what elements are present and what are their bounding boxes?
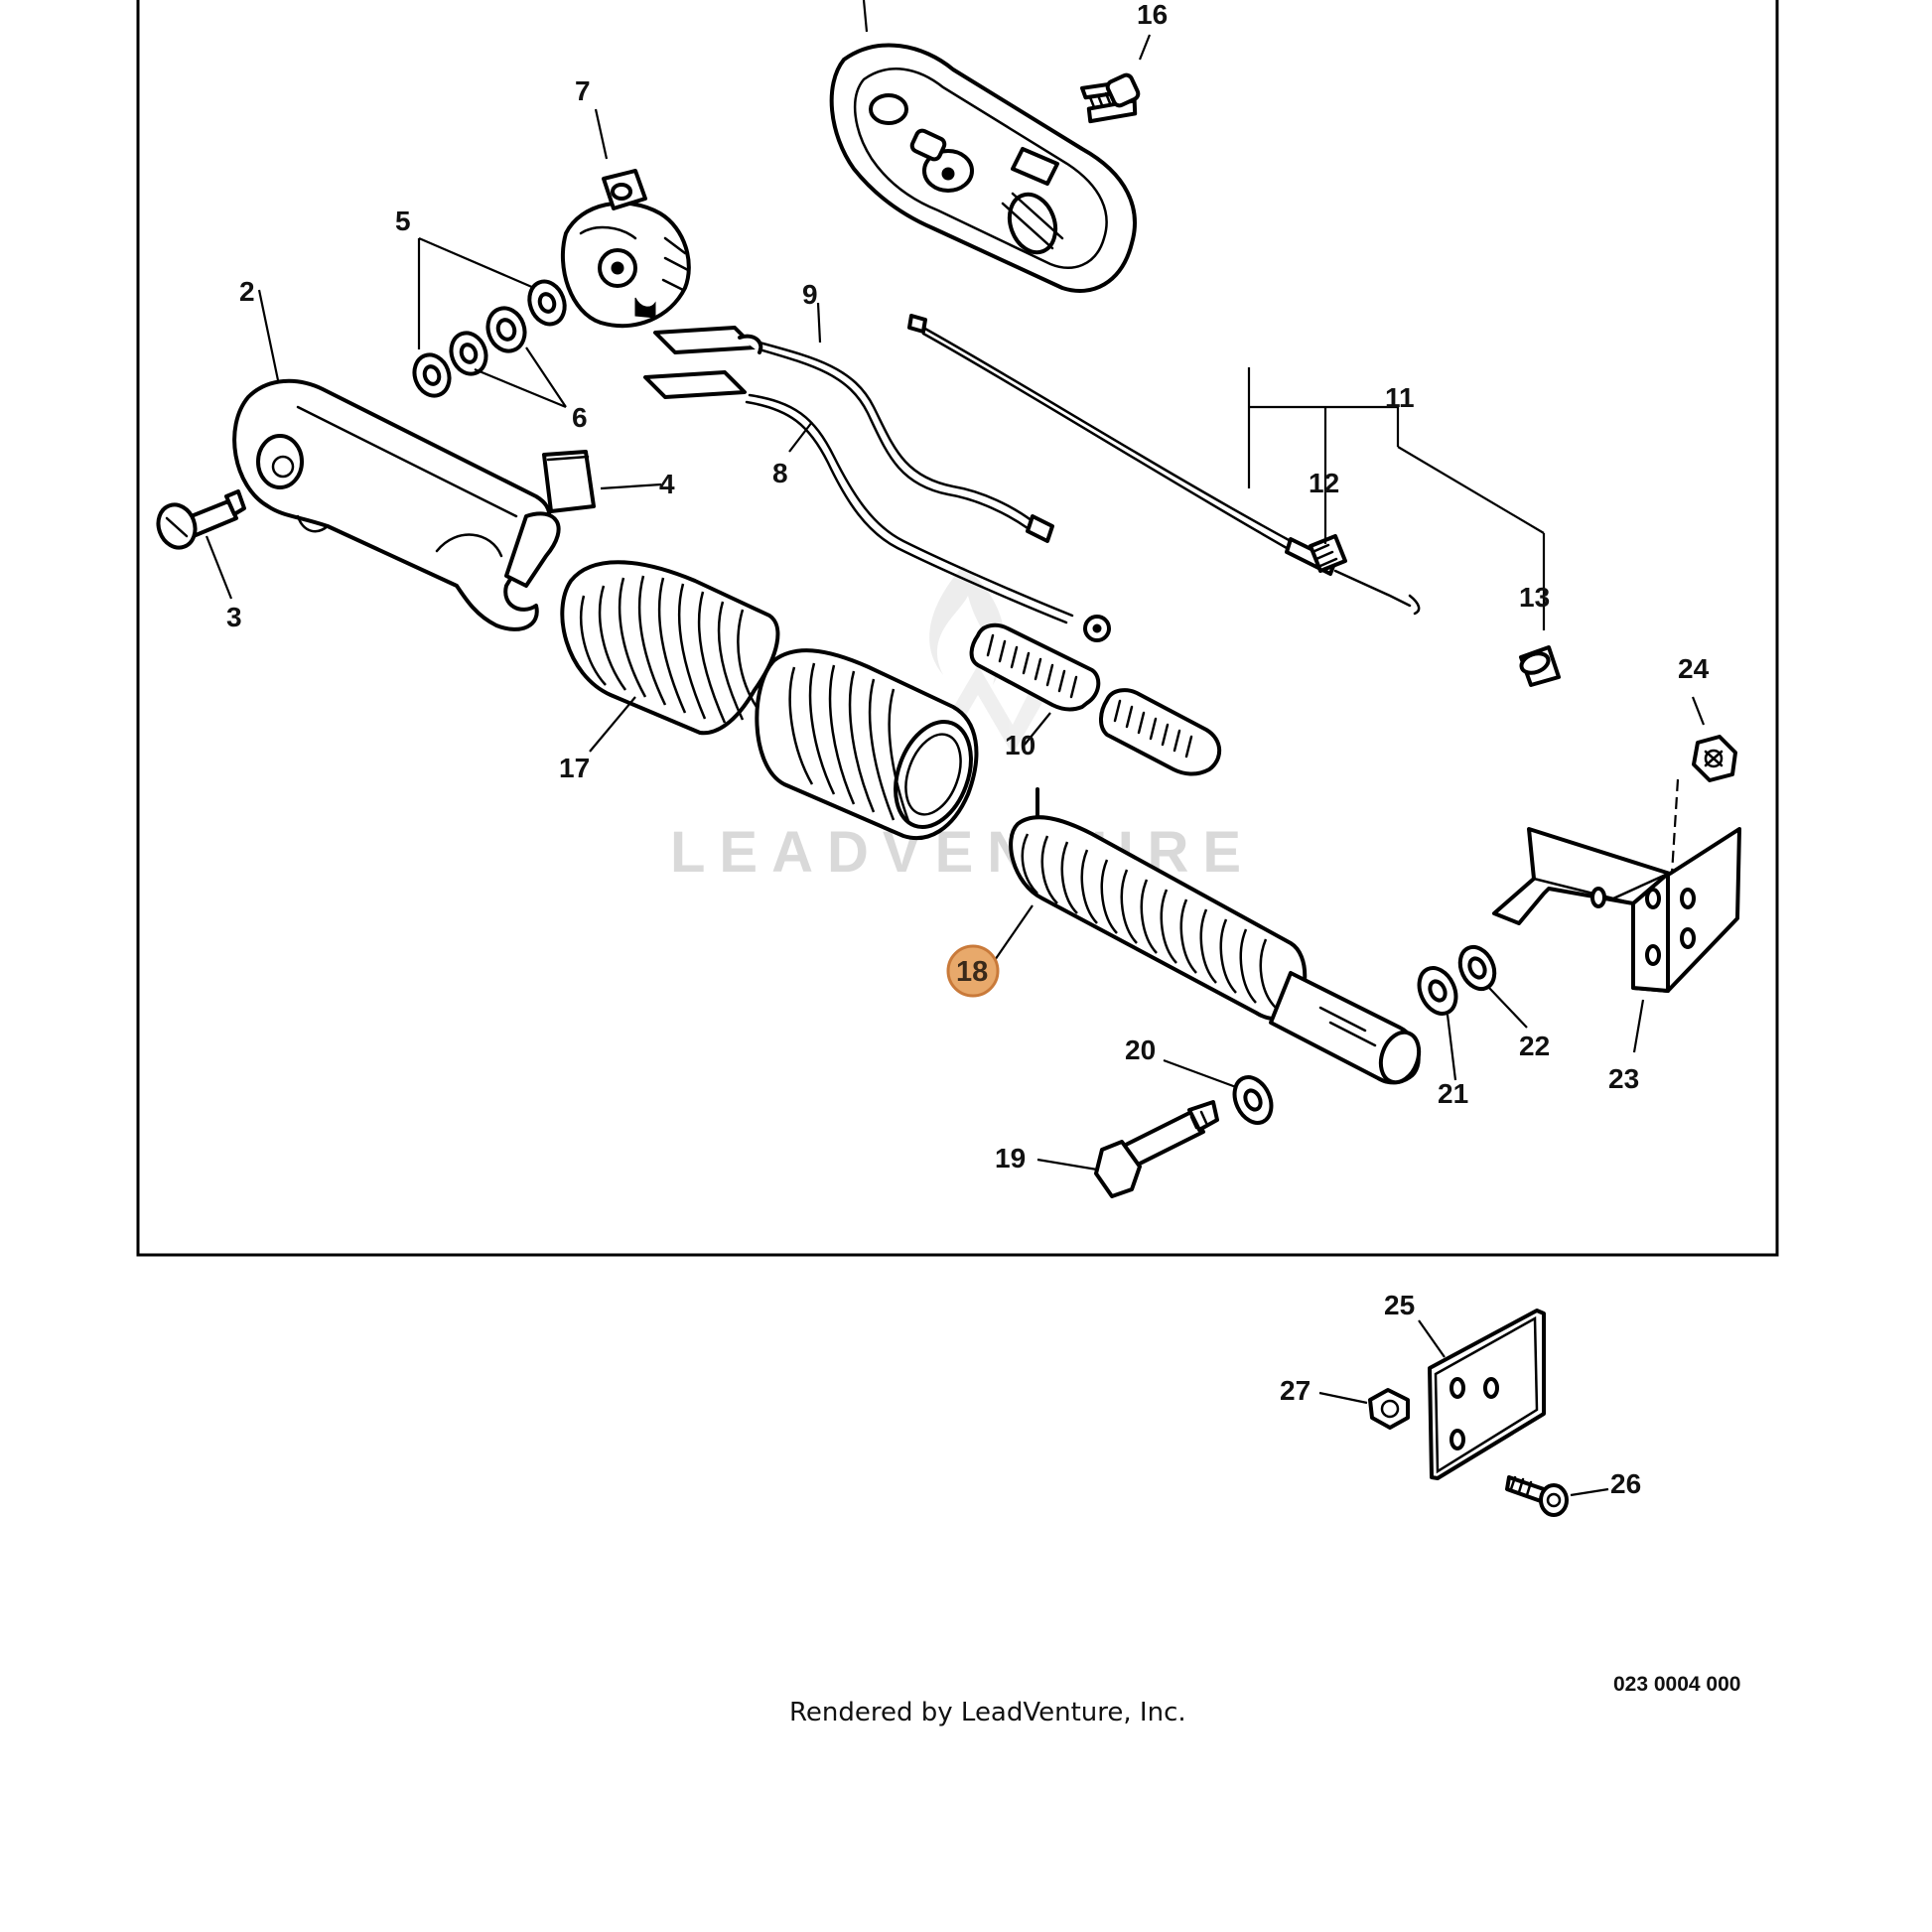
callout-23[interactable]: 23 [1608,1063,1639,1094]
part-24-nut[interactable] [1692,735,1737,782]
part-housing-cover[interactable] [829,43,1137,293]
part-20-washer[interactable] [1227,1071,1278,1129]
part-13-ferrule[interactable] [1519,645,1561,687]
callout-19[interactable]: 19 [995,1143,1026,1173]
callout-11[interactable]: 11 [1385,382,1415,413]
part-7-selector[interactable] [560,169,691,329]
part-3-pin[interactable] [153,489,246,553]
part-17-spring-sleeve[interactable] [560,560,984,841]
part-18-spring-tube[interactable] [1009,787,1426,1088]
part-16-screw[interactable] [1080,71,1141,132]
part-21-washer[interactable] [1412,962,1462,1020]
part-2-handle-bracket[interactable] [232,378,561,631]
part-8-wire[interactable] [643,370,1111,642]
callout-8[interactable]: 8 [772,458,788,488]
callout-26[interactable]: 26 [1610,1468,1641,1499]
callout-17[interactable]: 17 [559,753,590,783]
callout-25[interactable]: 25 [1384,1290,1415,1320]
callout-3[interactable]: 3 [226,602,242,632]
callout-4[interactable]: 4 [659,469,675,499]
part-9-wire[interactable] [653,326,1054,543]
callout-18[interactable]: 18 [956,956,988,988]
part-19-bolt[interactable] [1094,1100,1219,1198]
part-10-grip-1[interactable] [969,622,1101,712]
callout-18-highlight [946,944,1000,998]
callout-22[interactable]: 22 [1519,1031,1550,1061]
callout-13[interactable]: 13 [1519,582,1550,613]
callout-21[interactable]: 21 [1438,1078,1468,1109]
part-5-washer-2[interactable] [409,349,455,400]
part-12-cable-adjuster[interactable] [1309,534,1347,573]
callout-10[interactable]: 10 [1005,730,1035,760]
callout-12[interactable]: 12 [1309,468,1339,498]
callout-27[interactable]: 27 [1280,1375,1311,1406]
credit-line: Rendered by LeadVenture, Inc. [789,1698,1186,1727]
part-27-nut[interactable] [1368,1388,1410,1430]
drawing-code: 023 0004 000 [1613,1673,1740,1696]
part-25-plate[interactable] [1428,1309,1546,1480]
part-26-screw[interactable] [1505,1475,1569,1517]
callout-24[interactable]: 24 [1678,653,1710,684]
part-6-washer-1[interactable] [483,303,531,356]
callout-5[interactable]: 5 [395,206,411,236]
part-10-grip-2[interactable] [1099,688,1222,776]
part-4-key[interactable] [542,450,596,513]
callout-6[interactable]: 6 [572,402,588,433]
part-6-washer-2[interactable] [446,328,491,378]
part-5-washer-1[interactable] [524,277,571,330]
callout-7[interactable]: 7 [575,75,591,106]
diagram-frame [136,0,1779,1257]
part-22-washer[interactable] [1453,941,1501,994]
callout-2[interactable]: 2 [239,276,255,307]
callout-16[interactable]: 16 [1137,0,1168,30]
callout-9[interactable]: 9 [802,279,818,310]
part-11-throttle-cable[interactable] [907,314,1421,616]
callout-20[interactable]: 20 [1125,1035,1156,1065]
part-23-mount-bracket[interactable] [1492,827,1741,993]
